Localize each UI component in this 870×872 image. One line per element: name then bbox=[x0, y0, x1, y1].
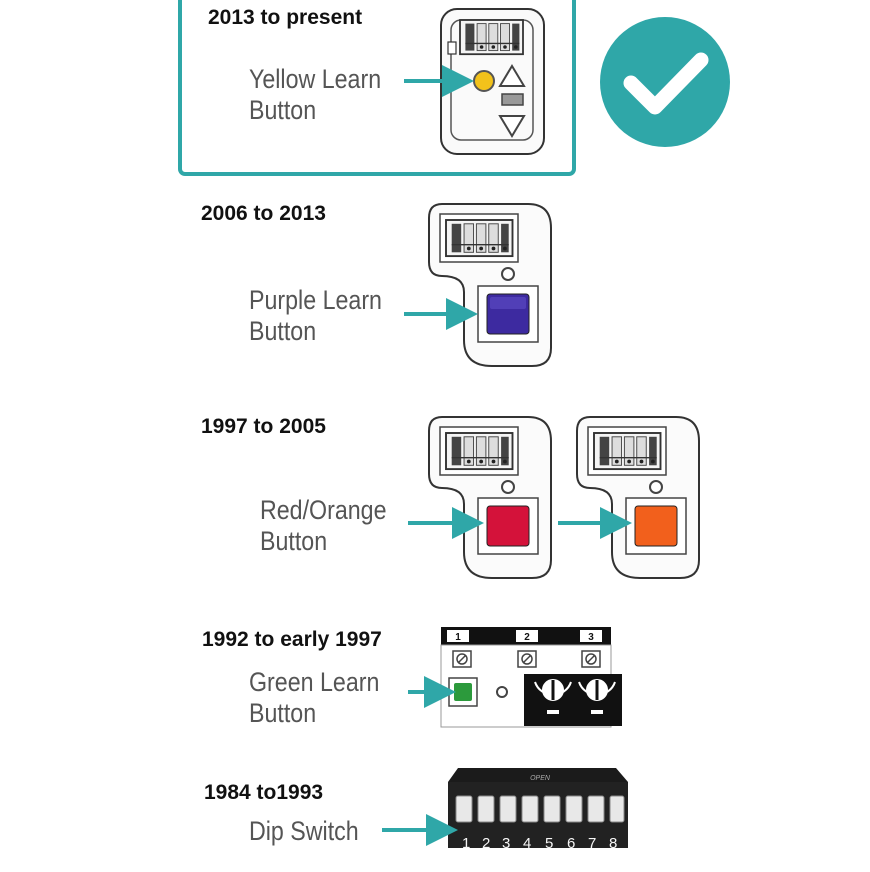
switch-number-7: 7 bbox=[588, 835, 596, 852]
yellow-learn-panel bbox=[440, 8, 545, 155]
checkmark-badge bbox=[600, 17, 730, 147]
dip-label-1: 1 bbox=[455, 632, 461, 643]
red-learn-button bbox=[486, 505, 530, 547]
year-heading-1997: 1997 to 2005 bbox=[201, 415, 326, 438]
orange-learn-button bbox=[634, 505, 678, 547]
green-learn-button bbox=[454, 683, 472, 701]
year-heading-2013: 2013 to present bbox=[208, 6, 363, 29]
red-learn-panel bbox=[428, 416, 552, 579]
dip-switch-block: OPEN 1 2 3 4 5 6 7 8 bbox=[448, 768, 628, 852]
checkmark-icon bbox=[623, 52, 709, 115]
green-learn-panel: 1 2 3 bbox=[440, 627, 622, 728]
year-heading-2006: 2006 to 2013 bbox=[201, 202, 326, 225]
switch-number-4: 4 bbox=[523, 835, 531, 852]
selected-section-frame bbox=[178, 0, 576, 176]
switch-number-5: 5 bbox=[545, 835, 553, 852]
switch-number-8: 8 bbox=[609, 835, 617, 852]
year-heading-1992: 1992 to early 1997 bbox=[202, 628, 382, 651]
yellow-learn-button bbox=[473, 70, 495, 92]
label-dip-switch: Dip Switch bbox=[249, 816, 359, 846]
switch-number-3: 3 bbox=[502, 835, 510, 852]
switch-open-label: OPEN bbox=[530, 775, 551, 782]
switch-number-6: 6 bbox=[567, 835, 575, 852]
switch-levers bbox=[455, 795, 625, 823]
dip-label-3: 3 bbox=[588, 632, 594, 643]
switch-number-2: 2 bbox=[482, 835, 490, 852]
orange-learn-panel bbox=[576, 416, 700, 579]
dip-label-2: 2 bbox=[524, 632, 530, 643]
year-heading-1984: 1984 to1993 bbox=[204, 781, 324, 804]
purple-learn-panel bbox=[428, 203, 552, 367]
switch-number-1: 1 bbox=[462, 835, 470, 852]
